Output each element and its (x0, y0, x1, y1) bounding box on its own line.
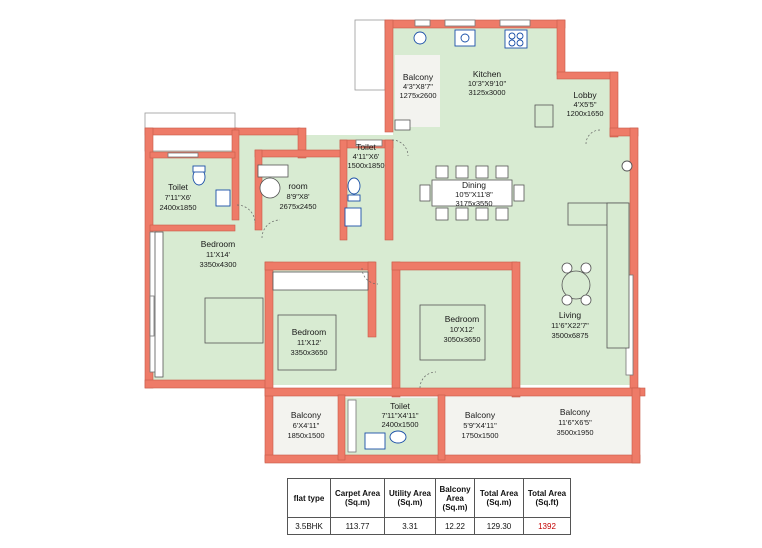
bedroom-left-dim: 11'X14' (206, 250, 231, 259)
living-name: Living (559, 310, 581, 320)
room-dim: 8'9"X8' (286, 192, 310, 201)
living-dim: 11'6"X22'7" (551, 321, 589, 330)
balcony-bl-name: Balcony (291, 410, 322, 420)
bed-mid (277, 314, 337, 371)
cell-flat-type: 3.5BHK (287, 517, 331, 535)
basin-left (215, 189, 231, 207)
room-mm: 2675x2450 (279, 202, 316, 211)
cell-total-area-sqm: 129.30 (474, 517, 524, 535)
lobby-name: Lobby (573, 90, 597, 100)
header-total-area-sqm: Total Area (Sq.m) (474, 478, 524, 518)
top-right-open-floor (354, 19, 386, 91)
dining-table (431, 179, 513, 207)
header-utility-area: Utility Area (Sq.m) (384, 478, 436, 518)
balcony-bl-mm: 1850x1500 (287, 431, 324, 440)
toilet-left-mm: 2400x1850 (159, 203, 196, 212)
wc-bottom (389, 430, 407, 444)
wardrobe-room (257, 164, 289, 178)
bedroom-left-mm: 3350x4300 (199, 260, 236, 269)
balcony-br-name: Balcony (560, 407, 591, 417)
room-table (259, 177, 281, 199)
kitchen-dim: 10'3"X9'10" (468, 79, 507, 88)
basin-mid (344, 207, 362, 227)
room-name: room (288, 181, 307, 191)
bed-left (204, 297, 264, 344)
washing-machine (413, 31, 427, 45)
header-carpet-area: Carpet Area (Sq.m) (330, 478, 385, 518)
living-mm: 3500x6875 (551, 331, 588, 340)
bedroom-right-dim: 10'X12' (450, 325, 475, 334)
balcony-top-name: Balcony (403, 72, 434, 82)
kitchen-name: Kitchen (473, 69, 502, 79)
toilet-bottom-name: Toilet (390, 401, 410, 411)
lobby-mm: 1200x1650 (566, 109, 603, 118)
header-flat-type: flat type (287, 478, 331, 518)
furniture (154, 104, 630, 378)
header-balcony-area: Balcony Area (Sq.m) (435, 478, 475, 518)
toilet-bottom-mm: 2400x1500 (381, 420, 418, 429)
dining-dim: 10'5"X11'8" (455, 190, 493, 199)
toilet-mid-dim: 4'11"X6' (353, 152, 380, 161)
balcony-bl-dim: 6'X4'11" (293, 421, 320, 430)
fixtures (192, 29, 633, 450)
bedroom-mid-dim: 11'X12' (297, 338, 322, 347)
balcony-br-dim: 11'6"X6'5" (558, 418, 592, 427)
bottom-balconies-floor (267, 395, 634, 458)
living-table (561, 270, 591, 300)
table-row: 3.5BHK 113.77 3.31 12.22 129.30 1392 (287, 517, 571, 535)
balcony-bm-name: Balcony (465, 410, 496, 420)
header-total-area-sqft: Total Area (Sq.ft) (523, 478, 571, 518)
cell-total-area-sqft: 1392 (523, 517, 571, 535)
windows (149, 19, 634, 453)
toilet-bottom-dim: 7'11"X4'11" (381, 411, 418, 420)
bedroom-mid-name: Bedroom (292, 327, 327, 337)
doors (236, 129, 601, 389)
bed-right (419, 304, 486, 361)
balcony-bm-mm: 1750x1500 (461, 431, 498, 440)
basin-bottom (364, 432, 386, 450)
lobby-floor (560, 77, 615, 137)
toilet-mid-name: Toilet (356, 142, 376, 152)
bedroom-right-mm: 3050x3650 (443, 335, 480, 344)
dining-mm: 3175x3550 (455, 199, 492, 208)
balcony-top-dim: 4'3"X8'7" (403, 82, 433, 91)
toilet-mid-mm: 1500x1850 (347, 161, 384, 170)
toilet-bottom-floor (345, 398, 440, 458)
balcony-top-floor (395, 55, 440, 127)
cell-balcony-area: 12.22 (435, 517, 475, 535)
balcony-br-mm: 3500x1950 (556, 428, 593, 437)
toilet-left-dim: 7'11"X6' (165, 193, 192, 202)
room-labels: Balcony 4'3"X8'7" 1275x2600 Kitchen 10'3… (159, 69, 603, 440)
bedroom-right-name: Bedroom (445, 314, 480, 324)
cell-utility-area: 3.31 (384, 517, 436, 535)
balcony-bm-dim: 5'9"X4'11" (463, 421, 497, 430)
toilet-left-name: Toilet (168, 182, 188, 192)
floor-plan: Balcony 4'3"X8'7" 1275x2600 Kitchen 10'3… (144, 19, 646, 464)
kitchen-mm: 3125x3000 (468, 88, 505, 97)
balcony-top-mm: 1275x2600 (399, 91, 436, 100)
area-table-header: flat type Carpet Area (Sq.m) Utility Are… (287, 478, 571, 518)
lobby-dim: 4'X5'5" (573, 100, 596, 109)
bedroom-mid-mm: 3350x3650 (290, 348, 327, 357)
dining-name: Dining (462, 180, 486, 190)
wc-mid (347, 177, 361, 195)
bedroom-left-name: Bedroom (201, 239, 236, 249)
stove (504, 29, 528, 49)
area-table: flat type Carpet Area (Sq.m) Utility Are… (287, 478, 571, 535)
cell-carpet-area: 113.77 (330, 517, 385, 535)
